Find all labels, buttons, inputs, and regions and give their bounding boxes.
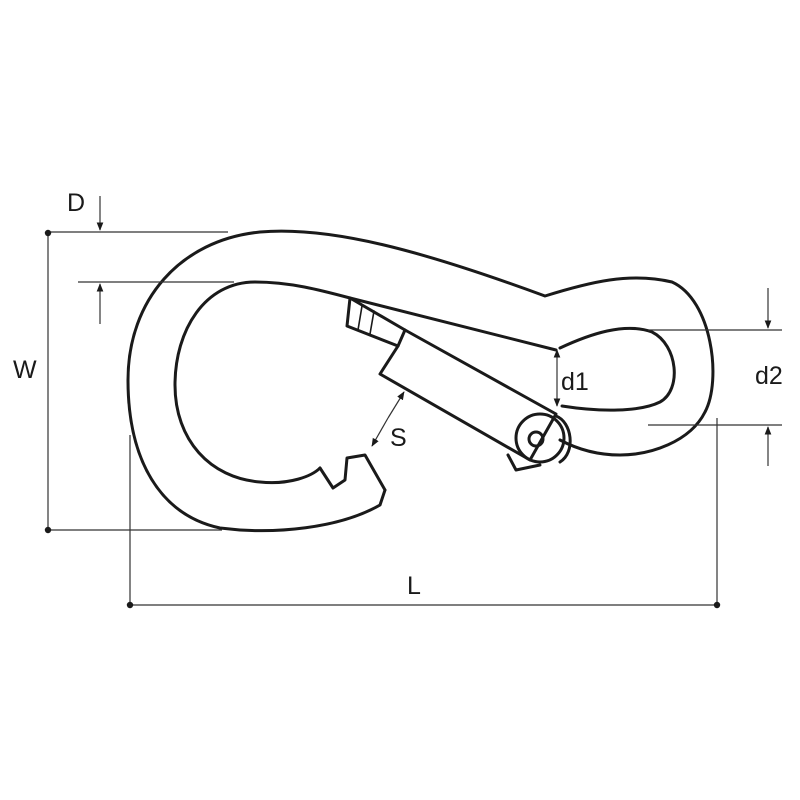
gate-arm-lower — [506, 453, 542, 472]
hook-shank-edge — [348, 296, 558, 352]
hook-gate-notch — [318, 453, 387, 492]
d1-label: d1 — [561, 368, 589, 396]
dimension-W: W — [13, 229, 222, 534]
S-arrow-top — [387, 391, 405, 419]
hook-inner-contour — [173, 280, 352, 485]
S-label: S — [390, 424, 407, 452]
W-endpoint-top — [44, 229, 52, 237]
W-label: W — [13, 356, 37, 384]
spring-gate — [345, 296, 572, 472]
L-endpoint-left — [126, 601, 134, 609]
S-arrow-bottom — [371, 417, 389, 447]
hook-outer-contour — [126, 229, 715, 533]
dimension-d2: d2 — [648, 288, 783, 466]
gate-tip-hatch — [357, 305, 375, 335]
hook-eye-inner — [558, 326, 676, 412]
dimension-L: L — [126, 418, 721, 609]
W-endpoint-bottom — [44, 526, 52, 534]
dimension-D: D — [50, 189, 234, 324]
L-endpoint-right — [713, 601, 721, 609]
gate-pivot-pin — [527, 430, 545, 448]
snap-hook-body — [126, 229, 715, 533]
gate-pivot-rivet — [554, 414, 572, 464]
dimension-d1: d1 — [553, 349, 589, 407]
dimension-S: S — [371, 391, 407, 452]
d2-label: d2 — [755, 362, 783, 390]
D-label: D — [67, 189, 85, 217]
gate-pivot-outer — [514, 412, 566, 464]
L-label: L — [407, 572, 421, 600]
